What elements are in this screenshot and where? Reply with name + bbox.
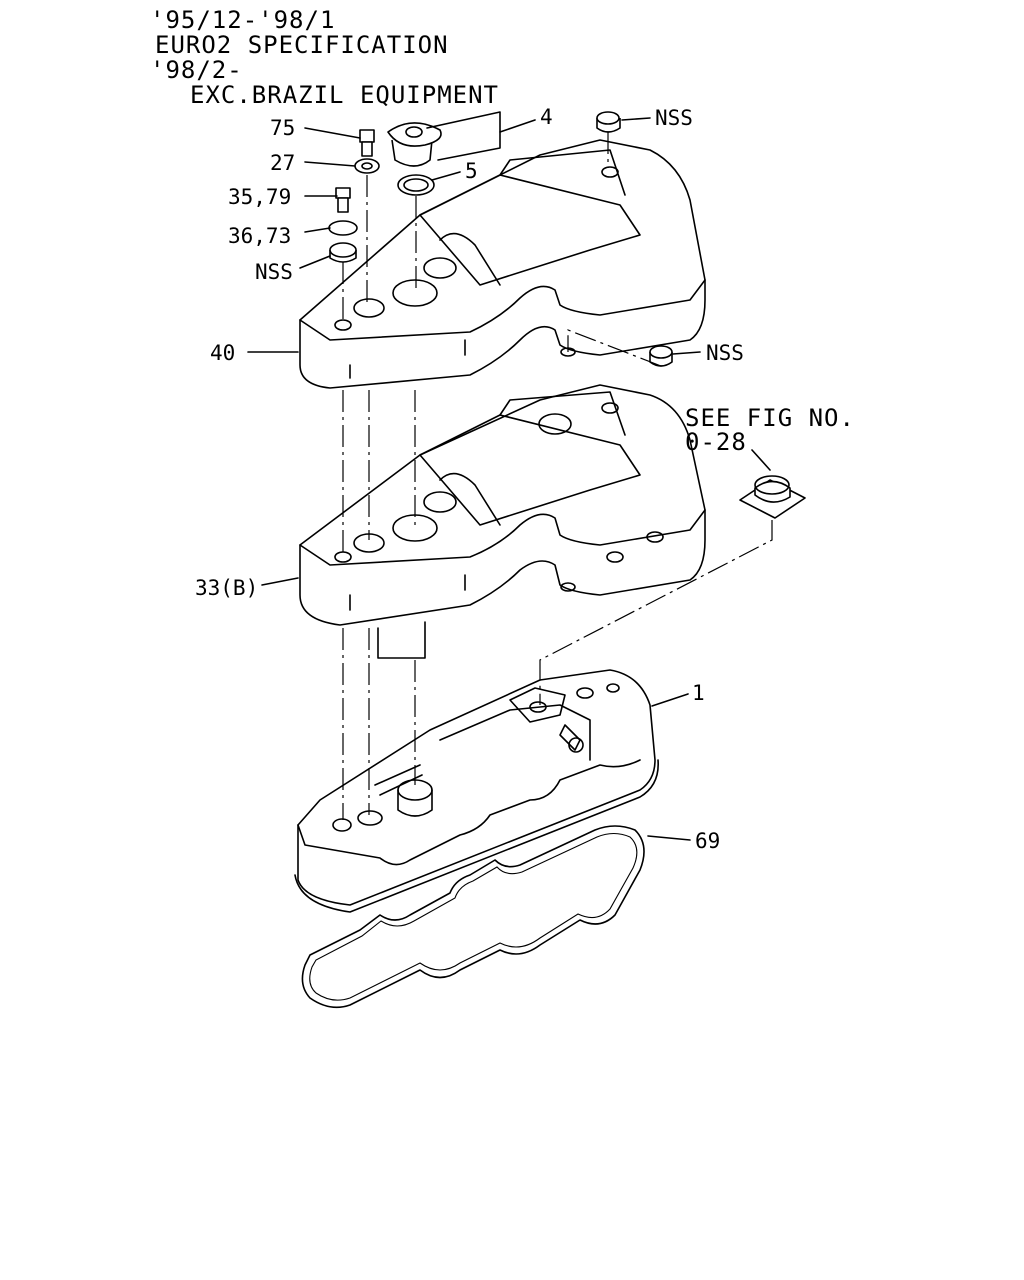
callout-5: 5 — [465, 159, 478, 183]
small-parts — [328, 111, 806, 519]
callout-35-79: 35,79 — [228, 185, 291, 209]
callout-27: 27 — [270, 151, 295, 175]
alignment-lines — [342, 132, 773, 820]
reference-fig-number: 0-28 — [685, 428, 747, 456]
callout-labels: 75 27 35,79 36,73 NSS 4 5 NSS NSS 40 33(… — [195, 105, 744, 853]
header-exclusion: EXC.BRAZIL EQUIPMENT — [190, 81, 499, 109]
callout-nss-top: NSS — [655, 106, 693, 130]
cover-part-40 — [299, 139, 706, 389]
callout-nss-right: NSS — [706, 341, 744, 365]
cover-part-1 — [294, 669, 659, 913]
callout-40: 40 — [210, 341, 235, 365]
header-date-range-1: '95/12-'98/1 — [150, 6, 335, 34]
header-spec: EURO2 SPECIFICATION — [155, 31, 449, 59]
header-block: '95/12-'98/1 EURO2 SPECIFICATION '98/2- … — [150, 6, 499, 109]
callout-75: 75 — [270, 116, 295, 140]
callout-36-73: 36,73 — [228, 224, 291, 248]
callout-1: 1 — [692, 681, 705, 705]
header-date-range-2: '98/2- — [150, 56, 243, 84]
leader-lines — [247, 111, 771, 841]
callout-69: 69 — [695, 829, 720, 853]
reference-note: SEE FIG NO. 0-28 — [685, 404, 855, 456]
callout-nss-left: NSS — [255, 260, 293, 284]
reference-see-fig: SEE FIG NO. — [685, 404, 855, 432]
cover-part-33b — [299, 384, 706, 659]
gasket-part-69 — [301, 825, 645, 1009]
callout-33b: 33(B) — [195, 576, 258, 600]
callout-4: 4 — [540, 105, 553, 129]
